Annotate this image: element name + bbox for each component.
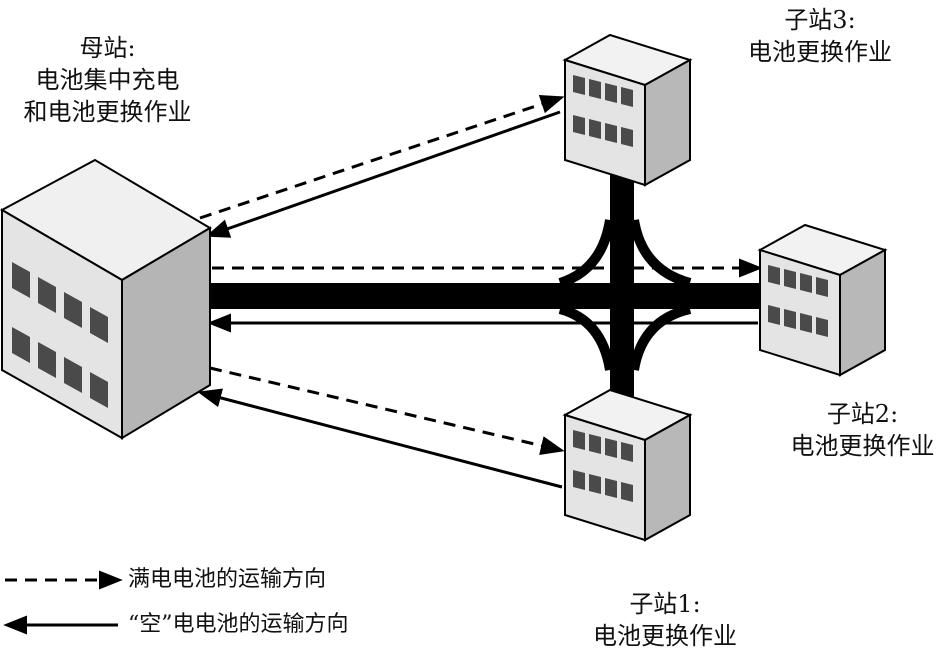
sub-station-3-building [564, 34, 691, 186]
road-horizontal [205, 283, 780, 309]
sub2-title: 子站2: [826, 400, 899, 428]
sub3-title: 子站3: [784, 6, 856, 34]
road-network [205, 170, 780, 408]
ramp-nw [558, 219, 615, 288]
transport-arrows [197, 94, 763, 489]
sub-station-1-label: 子站1: 电池更换作业 [560, 588, 770, 649]
sub-station-2-label: 子站2: 电池更换作业 [775, 398, 950, 462]
road-vertical [610, 170, 634, 408]
main-station-line1: 电池集中充电 [35, 66, 180, 94]
arrow-empty-from-sub3 [205, 110, 561, 238]
legend-graphics [3, 570, 123, 635]
ramp-ne [629, 219, 692, 288]
sub2-desc: 电池更换作业 [790, 432, 935, 460]
sub1-desc: 电池更换作业 [593, 622, 737, 649]
arrow-full-to-sub3 [199, 94, 565, 220]
legend-full-label: 满电电池的运输方向 [128, 567, 327, 592]
sub-station-1-building [564, 389, 691, 541]
sub1-title: 子站1: [629, 590, 701, 618]
arrow-empty-from-sub1 [197, 388, 563, 489]
main-station-line2: 和电池更换作业 [23, 98, 192, 126]
sub-station-2-building [759, 224, 886, 376]
main-station-title: 母站: [79, 34, 136, 62]
main-station-building [0, 158, 212, 440]
legend-empty-label: “空”电电池的运输方向 [128, 612, 349, 637]
ramp-se [629, 304, 692, 371]
sub3-desc: 电池更换作业 [748, 38, 892, 66]
main-station-label: 母站: 电池集中充电 和电池更换作业 [0, 32, 215, 128]
sub-station-3-label: 子站3: 电池更换作业 [715, 4, 925, 68]
ramp-sw [558, 304, 615, 371]
